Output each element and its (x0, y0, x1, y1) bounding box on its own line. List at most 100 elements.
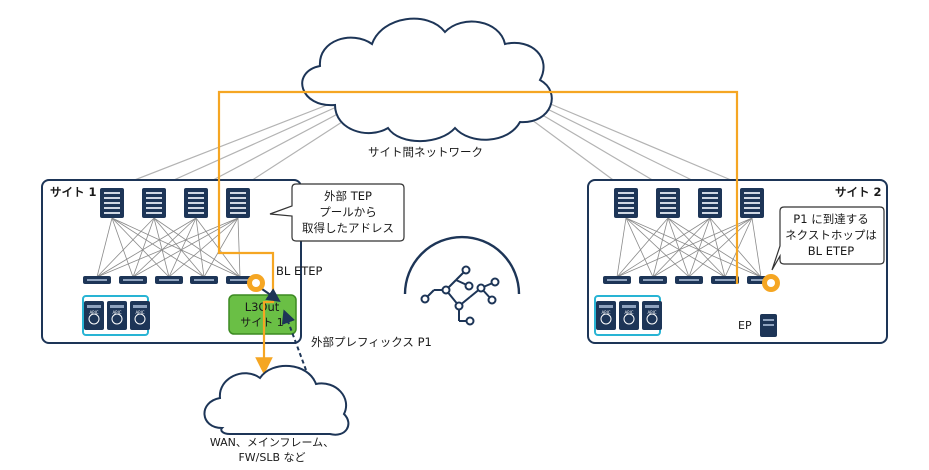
fabric-link (168, 217, 197, 278)
callout1-line1: 外部 TEP (324, 189, 372, 203)
l3out-site-label: サイト 1 (240, 316, 284, 329)
leaf-switch-icon (155, 276, 183, 284)
fabric-link (132, 217, 239, 278)
site2-title: サイト 2 (835, 185, 882, 199)
wan-label-line1: WAN、メインフレーム、 (210, 436, 334, 449)
fabric-link (616, 217, 669, 278)
apic-icon: APIC (619, 301, 639, 330)
fabric-link (724, 217, 753, 278)
fabric-link (667, 217, 762, 278)
spine-switch-icon (100, 188, 124, 218)
fabric-link (652, 217, 753, 278)
fabric-link (168, 217, 239, 278)
fabric-link (237, 217, 241, 278)
fabric-link (616, 217, 753, 278)
fabric-link (96, 217, 155, 278)
fabric-link (96, 217, 197, 278)
spine-switch-icon (740, 188, 764, 218)
spine-switch-icon (142, 188, 166, 218)
fabric-link (153, 217, 241, 278)
endpoint-server-icon (760, 314, 777, 337)
intersite-link (113, 99, 341, 189)
callout2-line1: P1 に到達する (793, 212, 868, 226)
fabric-link (667, 217, 690, 278)
fabric-link (688, 217, 711, 278)
fabric-link (111, 217, 134, 278)
leaf-switch-icon (675, 276, 703, 284)
fabric-link (203, 217, 239, 278)
border-leaf-gear-icon (247, 274, 265, 292)
fabric-link (652, 217, 669, 278)
traffic-path (217, 90, 739, 375)
border-leaf-gear-icon (762, 274, 780, 292)
endpoint-label: EP (738, 319, 752, 332)
apic-label: APIC (112, 310, 121, 315)
fabric-link (625, 217, 726, 278)
intersite-network-label: サイト間ネットワーク (368, 145, 483, 159)
external-prefix-label: 外部プレフィックス P1 (311, 335, 432, 349)
leaf-switch-icon (83, 276, 111, 284)
leaf-switch-icon (603, 276, 631, 284)
fabric-link (111, 217, 241, 278)
fabric-link (625, 217, 762, 278)
site1-title: サイト 1 (50, 185, 97, 199)
apic-label: APIC (624, 310, 633, 315)
spine-switch-icon (698, 188, 722, 218)
callout1-line2: プールから (319, 205, 377, 219)
apic-icon: APIC (107, 301, 127, 330)
fabric-link (153, 217, 205, 278)
fabric-link (625, 217, 690, 278)
apic-label: APIC (135, 310, 144, 315)
apic-icon: APIC (642, 301, 662, 330)
callout2-line3: BL ETEP (808, 244, 855, 258)
apic-icon: APIC (84, 301, 104, 330)
fabric-link (625, 217, 654, 278)
apic-icon: APIC (130, 301, 150, 330)
callout1-line3: 取得したアドレス (302, 221, 394, 235)
wan-label-line2: FW/SLB など (238, 451, 305, 464)
apic-label: APIC (601, 310, 610, 315)
fabric-controller-icon (403, 235, 521, 326)
switches (83, 188, 775, 284)
apic-label: APIC (647, 310, 656, 315)
l3out-label: L3Out (245, 300, 280, 314)
fabric-link (111, 217, 170, 278)
spine-switch-icon (226, 188, 250, 218)
intersite-link (155, 99, 353, 189)
callout-next-hop: P1 に到達する ネクストホップは BL ETEP (771, 206, 885, 271)
apic-label: APIC (89, 310, 98, 315)
fabric-link (667, 217, 726, 278)
fabric-link (132, 217, 155, 278)
fabric-link (616, 217, 711, 278)
spine-switch-icon (614, 188, 638, 218)
bl-etep-label: BL ETEP (276, 264, 323, 278)
fabric-link (195, 217, 205, 278)
intersite-cloud-icon (301, 17, 553, 143)
fabric-link (688, 217, 753, 278)
apic-icon: APIC (596, 301, 616, 330)
fabric-link (709, 217, 762, 278)
intersite-links (113, 99, 751, 189)
fabric-link (709, 217, 726, 278)
apic-controllers: APIC APIC APIC APIC APIC APIC (84, 301, 662, 330)
fabric-link (111, 217, 205, 278)
fabric-link (751, 217, 762, 278)
fabric-link (96, 217, 239, 278)
prefix-advertisement-arrow (281, 309, 307, 371)
intersite-link (540, 99, 751, 189)
leaf-switch-icon (711, 276, 739, 284)
leaf-switch-icon (190, 276, 218, 284)
fabric-link (616, 217, 627, 278)
wan-cloud-icon (203, 365, 350, 436)
intersite-link (528, 99, 709, 189)
fabric-link (153, 217, 170, 278)
leaf-switch-icon (119, 276, 147, 284)
fabric-link (96, 217, 113, 278)
spine-switch-icon (656, 188, 680, 218)
leaf-switch-icon (639, 276, 667, 284)
leaf-switch-icon (226, 276, 254, 284)
etep-arrow (261, 288, 281, 302)
fabric-mesh (96, 217, 762, 278)
spine-switch-icon (184, 188, 208, 218)
